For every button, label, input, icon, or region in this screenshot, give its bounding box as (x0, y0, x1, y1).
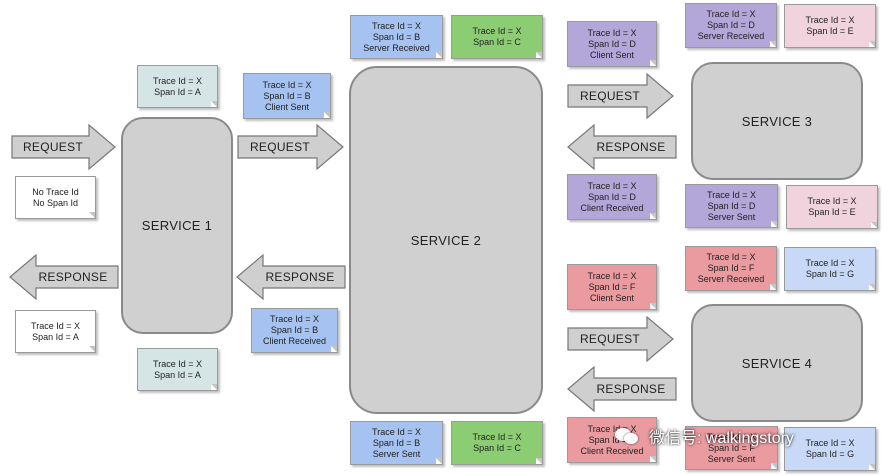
note-line: Server Received (697, 31, 765, 41)
note-c-bottom: Trace Id = X Span Id = C (451, 421, 543, 465)
note-s1-bottom-a: Trace Id = X Span Id = A (137, 348, 218, 391)
note-line: Trace Id = X (587, 270, 637, 281)
note-line: Trace Id = X (472, 26, 522, 36)
note-line: Span Id = E (806, 26, 854, 36)
note-line: Server Sent (707, 453, 756, 464)
note-d-server-received: Trace Id = X Span Id = D Server Received (685, 3, 777, 48)
note-line: Client Sent (589, 292, 635, 303)
note-d-client-received: Trace Id = X Span Id = D Client Received (567, 174, 657, 220)
note-client-response-a: Trace Id = X Span Id = A (15, 310, 96, 353)
note-s1-top-a: Trace Id = X Span Id = A (137, 65, 218, 108)
note-line: Span Id = E (808, 207, 856, 217)
note-line: Span Id = G (805, 449, 855, 459)
request-arrow-s2-to-s4 (567, 316, 674, 362)
note-f-client-sent: Trace Id = X Span Id = F Client Sent (567, 264, 657, 310)
note-line: Span Id = C (473, 443, 521, 453)
note-line: Span Id = A (154, 86, 201, 97)
note-line: Client Received (580, 202, 644, 213)
note-line: Trace Id = X (31, 320, 80, 331)
note-line: Span Id = B (372, 437, 421, 448)
note-b-server-sent: Trace Id = X Span Id = B Server Sent (350, 421, 443, 465)
note-line: Trace Id = X (270, 314, 319, 324)
note-line: Client Received (262, 336, 327, 346)
note-line: Trace Id = X (706, 9, 756, 19)
note-line: Trace Id = X (706, 252, 756, 262)
note-e-bottom: Trace Id = X Span Id = E (786, 185, 878, 229)
note-line: Span Id = D (707, 20, 755, 30)
note-line: Span Id = F (588, 434, 636, 445)
response-arrow-s2-to-s1 (236, 254, 346, 300)
note-line: Span Id = F (708, 442, 755, 453)
note-line: Span Id = D (588, 38, 636, 49)
note-f-client-received: Trace Id = X Span Id = F Client Received (567, 417, 657, 463)
response-arrow-s3-to-s2 (567, 124, 677, 170)
note-line: Span Id = F (707, 263, 755, 273)
note-line: Span Id = B (263, 90, 311, 101)
note-line: Span Id = A (154, 369, 201, 380)
request-arrow-s1-to-s2 (237, 124, 344, 170)
note-line: Span Id = B (372, 31, 421, 42)
service-4: SERVICE 4 (691, 304, 863, 422)
service-1: SERVICE 1 (121, 117, 233, 334)
note-line: Trace Id = X (587, 27, 637, 38)
note-line: Trace Id = X (372, 426, 421, 437)
request-arrow-s2-to-s3 (567, 73, 674, 119)
note-no-trace: No Trace Id No Span Id (15, 176, 96, 219)
note-line: No Span Id (32, 197, 79, 208)
response-arrow-s4-to-s2 (567, 366, 677, 412)
service-3: SERVICE 3 (691, 62, 863, 180)
service-2: SERVICE 2 (349, 66, 543, 414)
note-c-top: Trace Id = X Span Id = C (451, 15, 543, 59)
note-line: Client Received (580, 445, 644, 456)
note-f-server-sent: Trace Id = X Span Id = F Server Sent (685, 426, 778, 470)
note-line: Server Sent (372, 448, 421, 459)
note-f-server-received: Trace Id = X Span Id = F Server Received (685, 246, 777, 291)
wechat-icon (615, 426, 641, 446)
note-line: Trace Id = X (153, 75, 202, 86)
note-b-client-sent: Trace Id = X Span Id = B Client Sent (243, 73, 331, 119)
note-line: Span Id = F (588, 281, 636, 292)
note-line: Span Id = C (473, 37, 521, 47)
note-line: Trace Id = X (805, 438, 855, 448)
note-g-top: Trace Id = X Span Id = G (784, 247, 876, 291)
note-line: Trace Id = X (805, 258, 855, 268)
note-line: Span Id = A (32, 331, 79, 342)
note-line: Trace Id = X (707, 431, 756, 442)
note-line: Span Id = D (707, 200, 756, 211)
note-line: Trace Id = X (372, 20, 421, 31)
note-line: Trace Id = X (587, 180, 637, 191)
note-line: Trace Id = X (587, 423, 637, 434)
note-line: Trace Id = X (805, 15, 855, 25)
note-line: Trace Id = X (262, 79, 312, 90)
note-line: Trace Id = X (807, 196, 857, 206)
watermark: 微信号: walkingstory (615, 421, 885, 451)
note-line: Trace Id = X (707, 189, 756, 200)
response-arrow-s1-to-client (9, 254, 119, 300)
note-d-server-sent: Trace Id = X Span Id = D Server Sent (685, 184, 778, 228)
note-line: Server Received (697, 274, 765, 284)
note-line: Client Sent (264, 101, 310, 112)
request-arrow-client-to-s1 (11, 124, 116, 170)
note-line: Span Id = B (270, 325, 319, 335)
note-line: Server Received (363, 42, 430, 53)
note-b-client-received: Trace Id = X Span Id = B Client Received (251, 308, 338, 353)
note-line: Span Id = G (805, 269, 855, 279)
note-d-client-sent: Trace Id = X Span Id = D Client Sent (567, 21, 657, 67)
note-line: Span Id = D (588, 191, 636, 202)
note-b-server-received: Trace Id = X Span Id = B Server Received (350, 15, 443, 59)
note-line: Trace Id = X (153, 358, 202, 369)
note-line: Trace Id = X (472, 432, 522, 442)
note-line: Server Sent (707, 211, 756, 222)
note-line: Client Sent (589, 49, 635, 60)
note-e-top: Trace Id = X Span Id = E (784, 4, 876, 48)
watermark-text: 微信号: walkingstory (649, 430, 794, 447)
note-line: No Trace Id (32, 186, 79, 197)
note-g-bottom: Trace Id = X Span Id = G (784, 427, 876, 471)
